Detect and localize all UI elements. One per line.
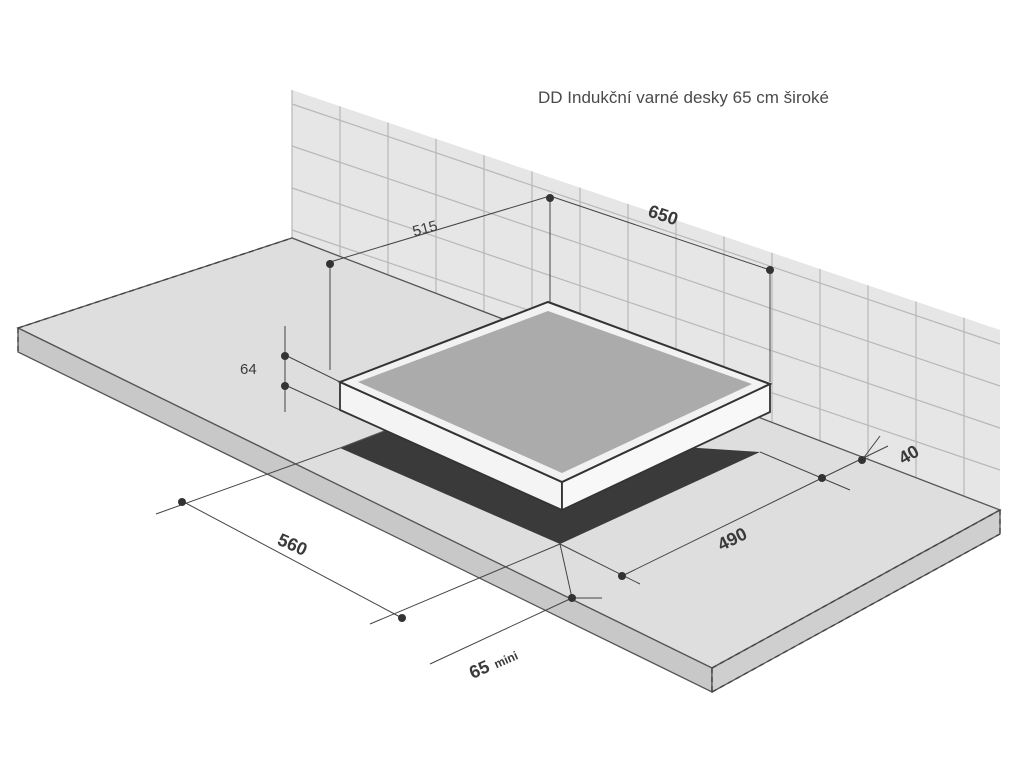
dim-label-height: 64 bbox=[240, 361, 257, 378]
dim-dot bbox=[766, 266, 774, 274]
dim-dot bbox=[618, 572, 626, 580]
dim-dot bbox=[546, 194, 554, 202]
dim-dot bbox=[326, 260, 334, 268]
dim-dot bbox=[818, 474, 826, 482]
dimension-markers bbox=[178, 194, 866, 622]
dim-dot bbox=[281, 382, 289, 390]
dim-label-depth-top: 515 bbox=[411, 217, 440, 240]
dim-label-front-min: 65 mini bbox=[466, 648, 520, 682]
countertop-cut-lines bbox=[17, 237, 1001, 693]
tiled-wall bbox=[291, 90, 1001, 513]
page-title: DD Indukční varné desky 65 cm široké bbox=[538, 88, 830, 107]
hob-glass bbox=[358, 311, 752, 473]
dim-label-cutout-width: 560 bbox=[275, 529, 311, 559]
dim-dot bbox=[281, 352, 289, 360]
dim-dot bbox=[858, 456, 866, 464]
dim-dot bbox=[178, 498, 186, 506]
induction-hob bbox=[337, 300, 773, 512]
wall-surface bbox=[292, 90, 1000, 510]
dim-label-front-min-unit: mini bbox=[492, 648, 520, 671]
dimension-lines bbox=[155, 195, 889, 665]
tile-line-horizontal bbox=[291, 103, 1001, 345]
tile-line-horizontal bbox=[291, 145, 1001, 387]
dim-dot bbox=[398, 614, 406, 622]
dim-dot bbox=[568, 594, 576, 602]
dim-label-front-min-value: 65 bbox=[466, 656, 492, 682]
tile-line-horizontal bbox=[291, 187, 1001, 429]
